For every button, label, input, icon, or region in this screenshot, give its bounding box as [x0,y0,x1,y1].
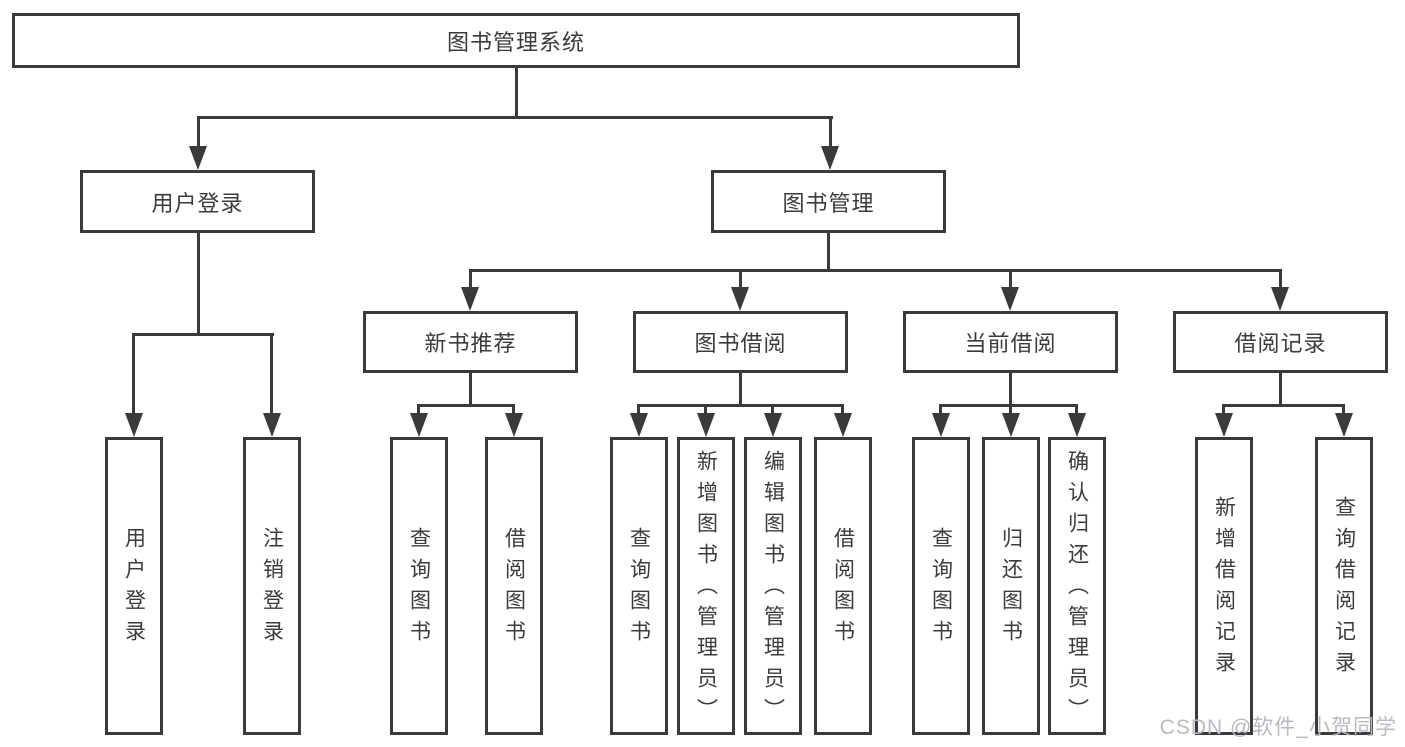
connector-user-crossbar [133,333,274,336]
connector-records-stem [1279,373,1282,406]
connector-mgmt-drop-1 [469,269,472,291]
node-leaf-borrow-query-books: 查询图书 [610,437,668,735]
arrowhead-borrow-query [630,413,648,437]
connector-borrow-drop-1 [637,404,640,416]
arrowhead-current-confirm [1068,413,1086,437]
node-book-management: 图书管理 [711,170,946,233]
arrowhead-newbook-query [410,413,428,437]
node-leaf-add-borrow-record: 新增借阅记录 [1195,437,1253,735]
node-user-login: 用户登录 [80,170,315,233]
node-library-management-system: 图书管理系统 [12,13,1020,68]
arrowhead-records-query [1335,413,1353,437]
arrowhead-new-book [461,287,479,311]
node-leaf-logout: 注销登录 [243,437,301,735]
connector-root-right-drop [829,116,832,148]
connector-mgmt-drop-4 [1279,269,1282,291]
node-leaf-add-books-admin: 新增图书（管理员） [677,437,735,735]
node-leaf-newbook-query-books: 查询图书 [390,437,448,735]
node-leaf-query-borrow-record: 查询借阅记录 [1315,437,1373,735]
connector-borrow-crossbar [638,404,844,407]
connector-mgmt-crossbar [469,269,1281,272]
connector-mgmt-drop-3 [1009,269,1012,291]
arrowhead-current-return [1002,413,1020,437]
connector-current-stem [1009,373,1012,406]
node-leaf-edit-books-admin: 编辑图书（管理员） [744,437,802,735]
arrowhead-current-query [932,413,950,437]
node-leaf-borrow-books: 借阅图书 [814,437,872,735]
arrowhead-book-borrow [731,287,749,311]
connector-records-crossbar [1223,404,1345,407]
connector-root-stem [515,68,518,118]
node-leaf-newbook-borrow-books: 借阅图书 [485,437,543,735]
connector-root-crossbar [197,116,833,119]
node-borrow-records: 借阅记录 [1173,311,1388,373]
arrowhead-current-borrow [1001,287,1019,311]
connector-user-stem [197,233,200,335]
connector-current-drop-3 [1075,404,1078,416]
connector-current-drop-1 [939,404,942,416]
connector-borrow-stem [739,373,742,406]
connector-newbook-drop-2 [512,404,515,416]
connector-user-drop-2 [270,333,273,415]
node-leaf-current-query-books: 查询图书 [912,437,970,735]
connector-borrow-drop-2 [704,404,707,416]
csdn-watermark: CSDN @软件_小贺同学 [1159,716,1397,739]
arrowhead-records-add [1215,413,1233,437]
node-leaf-return-books: 归还图书 [982,437,1040,735]
connector-root-left-drop [197,116,200,148]
connector-mgmt-drop-2 [739,269,742,291]
arrowhead-newbook-borrow [505,413,523,437]
connector-borrow-drop-3 [771,404,774,416]
connector-records-drop-1 [1222,404,1225,416]
arrowhead-user-login [189,146,207,170]
arrowhead-borrow-records [1271,287,1289,311]
node-leaf-confirm-return-admin: 确认归还（管理员） [1048,437,1106,735]
node-current-borrow: 当前借阅 [903,311,1118,373]
connector-user-drop-1 [132,333,135,415]
arrowhead-borrow-edit [764,413,782,437]
arrowhead-borrow-add [697,413,715,437]
node-new-book-recommend: 新书推荐 [363,311,578,373]
arrowhead-leaf-logout [263,413,281,437]
connector-mgmt-stem [827,233,830,271]
connector-newbook-drop-1 [417,404,420,416]
arrowhead-book-management [821,146,839,170]
connector-records-drop-2 [1342,404,1345,416]
arrowhead-leaf-user-login [125,413,143,437]
connector-newbook-crossbar [418,404,515,407]
node-leaf-user-login: 用户登录 [105,437,163,735]
arrowhead-borrow-lend [834,413,852,437]
connector-newbook-stem [469,373,472,406]
connector-current-drop-2 [1009,404,1012,416]
connector-borrow-drop-4 [841,404,844,416]
node-book-borrow: 图书借阅 [633,311,848,373]
